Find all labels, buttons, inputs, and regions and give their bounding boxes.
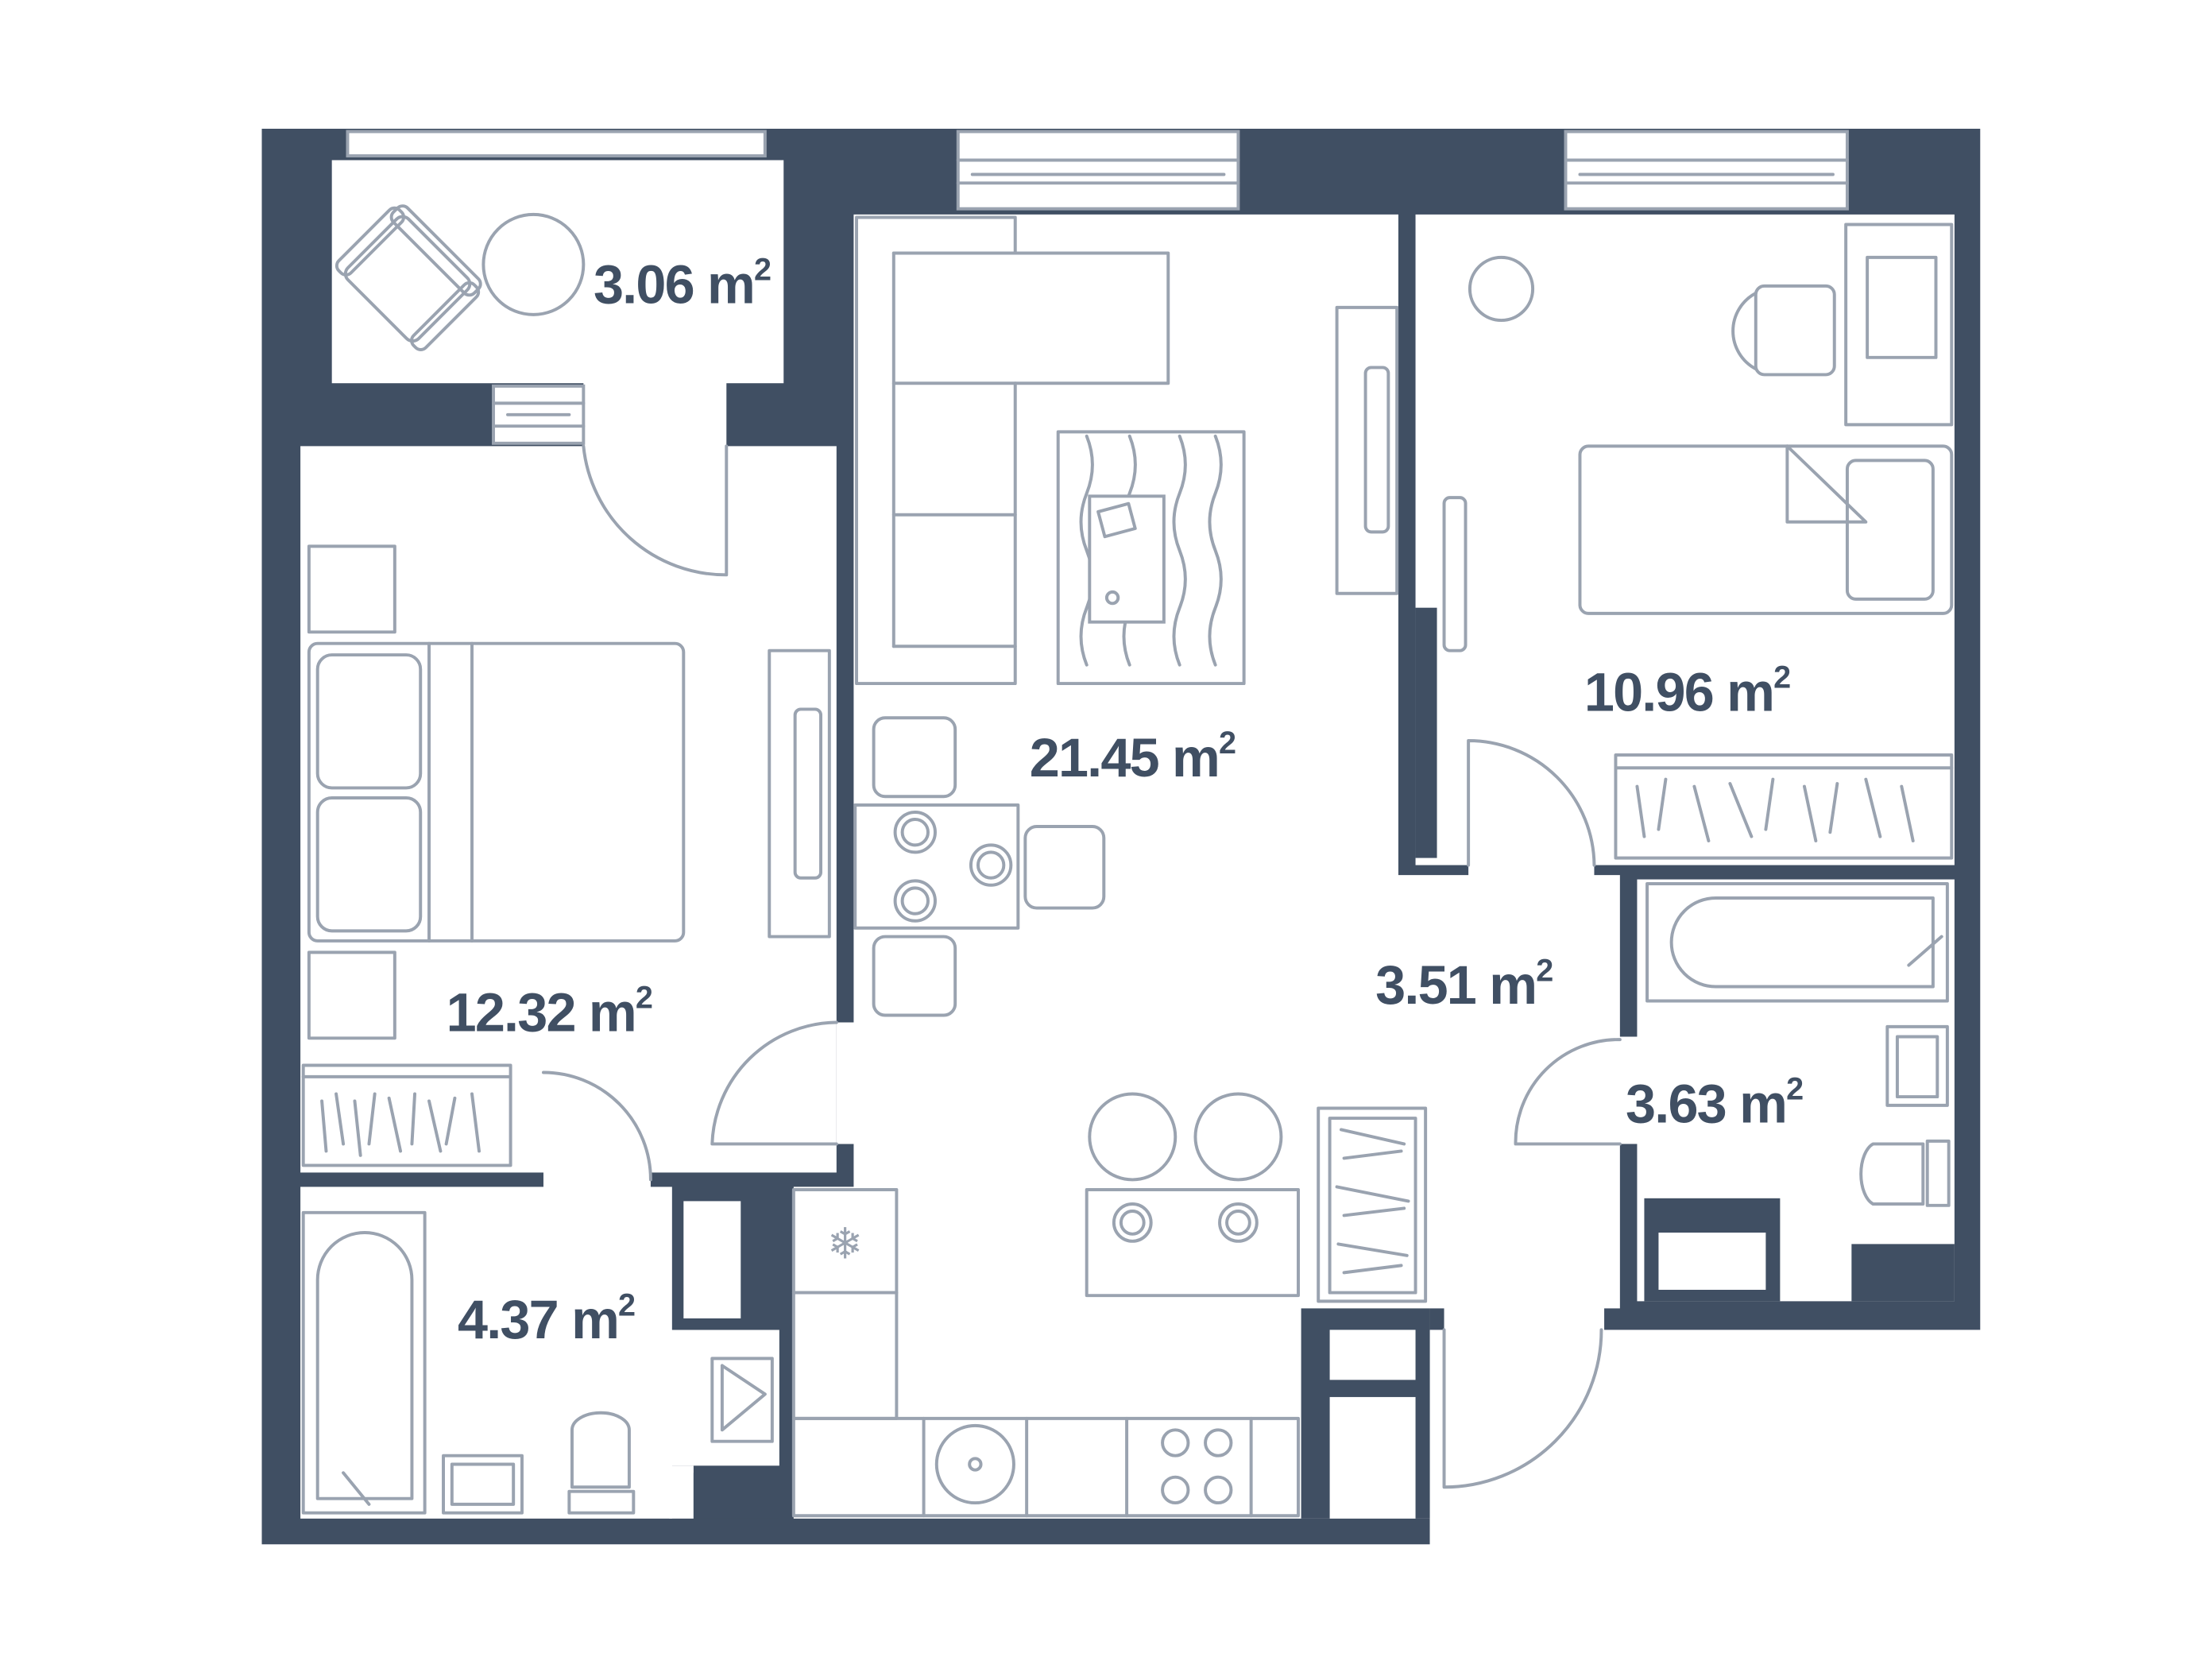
shaft-left-inner bbox=[683, 1201, 741, 1318]
shaft-right-2 bbox=[1851, 1244, 1955, 1302]
area-label-bedroom-right: 10.96 m2 bbox=[1584, 660, 1790, 722]
single-bed bbox=[1578, 444, 1954, 615]
desk bbox=[1844, 223, 1954, 427]
chair bbox=[872, 716, 957, 799]
kitchen-counter bbox=[791, 1416, 1300, 1518]
bedroom-right-furniture bbox=[1442, 223, 1954, 860]
kitchen-column-box-1 bbox=[1329, 1330, 1416, 1380]
svg-text:❄: ❄ bbox=[827, 1218, 863, 1268]
area-label-bathroom-left: 4.37 m2 bbox=[458, 1287, 635, 1350]
bedroom-left-furniture bbox=[301, 544, 831, 1167]
double-bed bbox=[307, 641, 686, 943]
windows bbox=[346, 130, 1849, 445]
nightstand bbox=[307, 950, 396, 1040]
toilet bbox=[1925, 1139, 1951, 1207]
coffee-table bbox=[1088, 494, 1166, 624]
area-labels: 3.06 m2 21.45 m2 10.96 m2 12.32 m2 3.51 … bbox=[447, 253, 1804, 1350]
bedroom-left-door-opening bbox=[543, 1169, 651, 1190]
bedroom-right-floor bbox=[1415, 214, 1955, 865]
nightstand bbox=[307, 544, 396, 634]
area-label-hallway: 3.51 m2 bbox=[1375, 953, 1553, 1016]
shaft-left-box bbox=[693, 1473, 779, 1519]
chair bbox=[872, 935, 957, 1017]
sink bbox=[1885, 1024, 1949, 1107]
tv bbox=[1442, 496, 1468, 652]
balcony-furniture bbox=[335, 204, 586, 351]
rug bbox=[1056, 430, 1246, 686]
area-label-bedroom-left: 12.32 m2 bbox=[447, 981, 652, 1043]
stool bbox=[1088, 1092, 1178, 1182]
stool bbox=[1193, 1092, 1283, 1182]
door-bedroom-right bbox=[1467, 739, 1596, 867]
sink bbox=[934, 1423, 1015, 1505]
door-bathroom-right bbox=[1514, 1038, 1622, 1146]
washing-machine bbox=[710, 1357, 774, 1443]
door-balcony bbox=[582, 444, 729, 577]
dining-table bbox=[853, 803, 1020, 930]
tv-stand bbox=[768, 648, 831, 939]
bathroom-right-door-opening bbox=[1617, 1036, 1641, 1144]
sink bbox=[442, 1454, 524, 1515]
toilet bbox=[567, 1489, 636, 1515]
bathroom-left-furniture bbox=[301, 1210, 774, 1515]
entrance-opening bbox=[1444, 1305, 1605, 1499]
living-hall-floor bbox=[793, 214, 1620, 1519]
bedroom-right-door-opening bbox=[1468, 854, 1595, 881]
balcony-door-opening bbox=[583, 380, 727, 449]
balcony-table bbox=[481, 212, 586, 316]
window-balcony bbox=[346, 130, 767, 158]
balcony-floor bbox=[331, 160, 784, 384]
window-living bbox=[956, 130, 1240, 211]
kitchen-furniture: ❄ bbox=[791, 1188, 1300, 1518]
area-label-living: 21.45 m2 bbox=[1030, 726, 1236, 788]
wardrobe bbox=[301, 1063, 512, 1167]
doors bbox=[541, 444, 1622, 1489]
bedroom-right-wall-stub bbox=[1415, 607, 1437, 858]
bathroom-left-niche-low bbox=[669, 1465, 694, 1519]
ball bbox=[1468, 255, 1535, 323]
bathroom-right-furniture bbox=[1645, 881, 1951, 1207]
bar-counter bbox=[1085, 1188, 1300, 1298]
door-bathroom-left bbox=[541, 1070, 652, 1182]
bathtub bbox=[301, 1210, 427, 1515]
area-label-bathroom-right: 3.63 m2 bbox=[1626, 1072, 1803, 1135]
kitchen-column-box-2 bbox=[1329, 1396, 1416, 1519]
wardrobe bbox=[1614, 753, 1954, 860]
hall-wardrobe bbox=[1317, 1106, 1428, 1303]
living-furniture bbox=[853, 215, 1428, 1303]
chair bbox=[1023, 825, 1106, 910]
bathroom-left-floor bbox=[300, 1187, 672, 1519]
corner-sofa bbox=[855, 215, 1170, 686]
bathtub bbox=[1645, 881, 1949, 1003]
area-label-balcony: 3.06 m2 bbox=[594, 253, 771, 316]
window-bedroom-right bbox=[1564, 130, 1849, 211]
bedroom-left-floor bbox=[300, 446, 837, 1173]
tv-unit bbox=[1335, 305, 1399, 595]
door-bedroom-left bbox=[710, 1020, 838, 1146]
door-entrance bbox=[1442, 1328, 1603, 1489]
shaft-right-inner bbox=[1658, 1233, 1766, 1290]
